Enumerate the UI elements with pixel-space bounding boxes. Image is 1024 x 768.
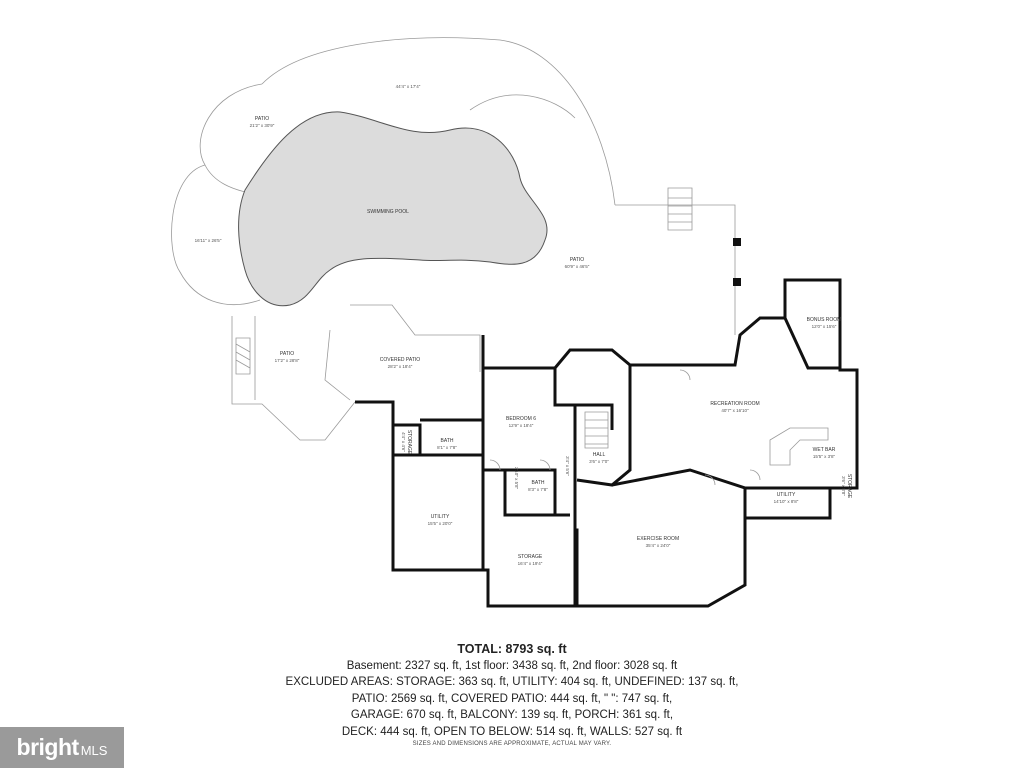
columns [733,238,741,286]
room-wet-bar-dims: 15'5" x 3'8" [813,454,836,459]
stairs-interior [584,411,609,449]
patio-top-outline [261,37,616,206]
fireplace [235,337,251,375]
room-storage-small-label: STORAGE [406,430,412,455]
area-summary: TOTAL: 8793 sq. ft Basement: 2327 sq. ft… [0,641,1024,740]
exercise-top-wall [611,468,747,518]
room-covered-patio-label: COVERED PATIO [380,357,420,363]
hall-walls [553,368,577,530]
room-swimming-pool-label: SWIMMING POOL [367,209,409,215]
room-patio-lower-left-dims: 17'2" x 28'8" [275,358,300,363]
patio-upper-left-outline [199,83,263,193]
room-bedroom-label: BEDROOM 6 [506,416,536,422]
room-bath-left-dims: 8'1" x 7'8" [437,445,457,450]
summary-line-basement: Basement: 2327 sq. ft, 1st floor: 3438 s… [346,660,678,672]
outer-wall-main [355,278,859,608]
room-closet-left-dims: 3'10" x 5'8" [514,467,519,490]
interior-walls [355,278,859,608]
patio-right-stairs [667,187,693,231]
brand-suffix: MLS [80,743,108,758]
room-covered-patio-dims: 28'2" x 18'4" [388,364,413,369]
wet-bar-counter [769,427,829,466]
room-exercise-room-dims: 35'4" x 24'0" [646,543,671,548]
bath-center-walls [505,468,557,515]
room-recreation-room-dims: 40'7" x 16'10" [721,408,749,413]
column-top [733,238,741,246]
room-storage-small-dims: 4'4" x 4'6" [401,432,406,452]
room-exercise-room-label: EXERCISE ROOM [637,536,679,542]
room-patio-upper-left-dims: 21'2" x 30'9" [250,123,275,128]
room-storage-center-dims: 16'4" x 19'4" [518,561,543,566]
utility-right-walls [745,486,832,518]
room-utility-left-dims: 15'5" x 20'0" [428,521,453,526]
room-storage-right-dims: 3'6" x 8'8" [841,476,846,496]
patio-left-outline [171,164,261,306]
stairs-core [570,365,632,487]
room-wet-bar-label: WET BAR [813,447,836,453]
summary-line-deck: DECK: 444 sq. ft, OPEN TO BELOW: 514 sq.… [341,725,683,738]
summary-line-garage: GARAGE: 670 sq. ft, BALCONY: 139 sq. ft,… [350,709,674,722]
room-patio-top-dims: 44'4" x 17'4" [396,84,421,89]
room-utility-left-label: UTILITY [431,514,450,520]
room-patio-right-dims: 60'9" x 46'5" [565,264,590,269]
covered-patio-outline [324,304,481,401]
doors [489,369,761,486]
room-patio-upper-left-label: PATIO [255,116,269,122]
room-bath-center-dims: 8'3" x 7'8" [528,487,548,492]
room-bedroom-dims: 12'9" x 18'4" [509,423,534,428]
bedroom-walls [481,368,570,517]
room-patio-lower-left-label: PATIO [280,351,294,357]
room-hall-dims: 3'6" x 7'0" [589,459,609,464]
summary-line-patio: PATIO: 2569 sq. ft, COVERED PATIO: 444 s… [351,692,673,705]
room-labels: 44'4" x 17'4" PATIO 21'2" x 30'9" 16'11"… [195,84,852,566]
room-storage-right-label: STORAGE [846,474,852,499]
room-utility-right-dims: 14'10" x 8'8" [774,499,799,504]
outdoor-areas [171,37,736,441]
room-patio-left-dims: 16'11" x 26'5" [195,238,222,243]
patio-right-edge [615,204,736,335]
interior-details [489,369,829,486]
floor-plan: 44'4" x 17'4" PATIO 21'2" x 30'9" 16'11"… [171,37,859,608]
patio-right-arc [469,94,576,119]
room-storage-center-label: STORAGE [518,554,543,560]
room-bath-left-label: BATH [441,438,454,444]
room-closet-center-dims: 3'4" x 5'6" [565,456,570,476]
swimming-pool-shape [238,111,548,307]
bonus-room-walls [783,317,840,370]
brand-word: bright [16,734,80,760]
summary-line-excluded: EXCLUDED AREAS: STORAGE: 363 sq. ft, UTI… [285,676,739,689]
room-utility-right-label: UTILITY [777,492,796,498]
room-patio-right-label: PATIO [570,257,584,263]
column-bottom [733,278,741,286]
patio-lower-left-outline [231,316,356,441]
disclaimer: SIZES AND DIMENSIONS ARE APPROXIMATE, AC… [412,741,612,747]
total-area: TOTAL: 8793 sq. ft [457,642,567,656]
room-hall-label: HALL [593,452,606,458]
utility-left-top [393,418,483,457]
room-bath-center-label: BATH [532,480,545,486]
room-bonus-room-dims: 12'0" x 15'6" [812,324,837,329]
room-recreation-room-label: RECREATION ROOM [710,401,759,407]
room-bonus-room-label: BONUS ROOM [807,317,842,323]
bright-mls-logo: bright MLS [0,727,124,768]
